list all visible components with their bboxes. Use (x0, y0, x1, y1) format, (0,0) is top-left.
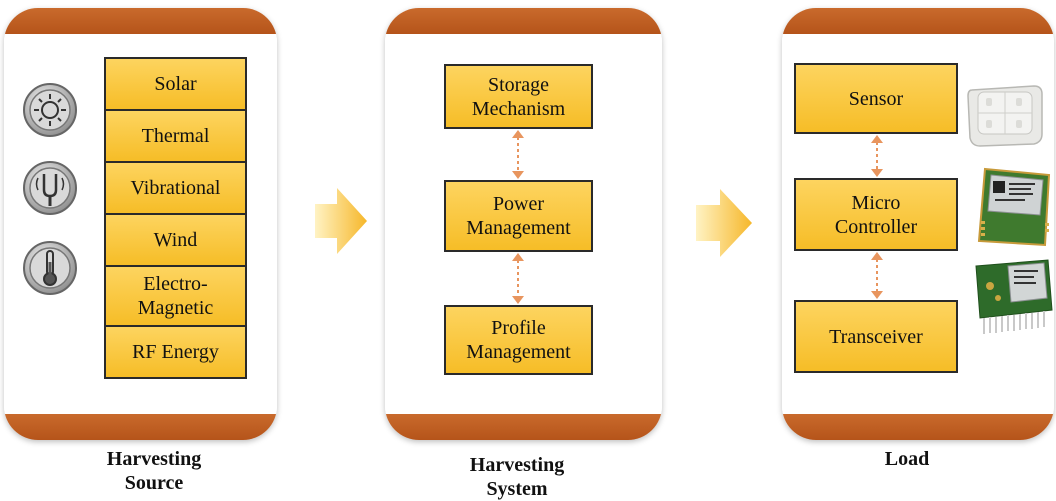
harvesting-system-caption: Harvesting System (469, 454, 565, 500)
source-item-vibrational: Vibrational (104, 161, 247, 215)
panel-bottom-bar (4, 414, 277, 440)
microcontroller-module-image (977, 167, 1051, 247)
sensor-device-image (967, 85, 1043, 147)
storage-mechanism-box: Storage Mechanism (444, 64, 593, 129)
transceiver-module-image (975, 259, 1053, 334)
source-item-electromagnetic: Electro- Magnetic (104, 265, 247, 327)
bidirectional-connector (512, 253, 524, 304)
bidirectional-connector (871, 135, 883, 177)
panel-top-bar (4, 8, 277, 34)
profile-management-box: Profile Management (444, 305, 593, 375)
transceiver-box: Transceiver (794, 300, 958, 373)
source-item-rf-energy: RF Energy (104, 325, 247, 379)
flow-arrow-right-2 (696, 189, 752, 257)
thermometer-icon (23, 241, 77, 295)
source-item-wind: Wind (104, 213, 247, 267)
panel-bottom-bar (385, 414, 662, 440)
load-caption: Load (884, 448, 930, 470)
source-item-thermal: Thermal (104, 109, 247, 163)
sun-icon (23, 83, 77, 137)
flow-arrow-right-1 (315, 188, 367, 254)
sensor-box: Sensor (794, 63, 958, 134)
panel-top-bar (385, 8, 662, 34)
panel-top-bar (782, 8, 1054, 34)
power-management-box: Power Management (444, 180, 593, 252)
tuning-fork-icon (23, 161, 77, 215)
bidirectional-connector (512, 130, 524, 179)
source-item-solar: Solar (104, 57, 247, 111)
panel-bottom-bar (782, 414, 1054, 440)
micro-controller-box: Micro Controller (794, 178, 958, 251)
harvesting-source-caption: Harvesting Source (106, 448, 202, 494)
bidirectional-connector (871, 252, 883, 299)
